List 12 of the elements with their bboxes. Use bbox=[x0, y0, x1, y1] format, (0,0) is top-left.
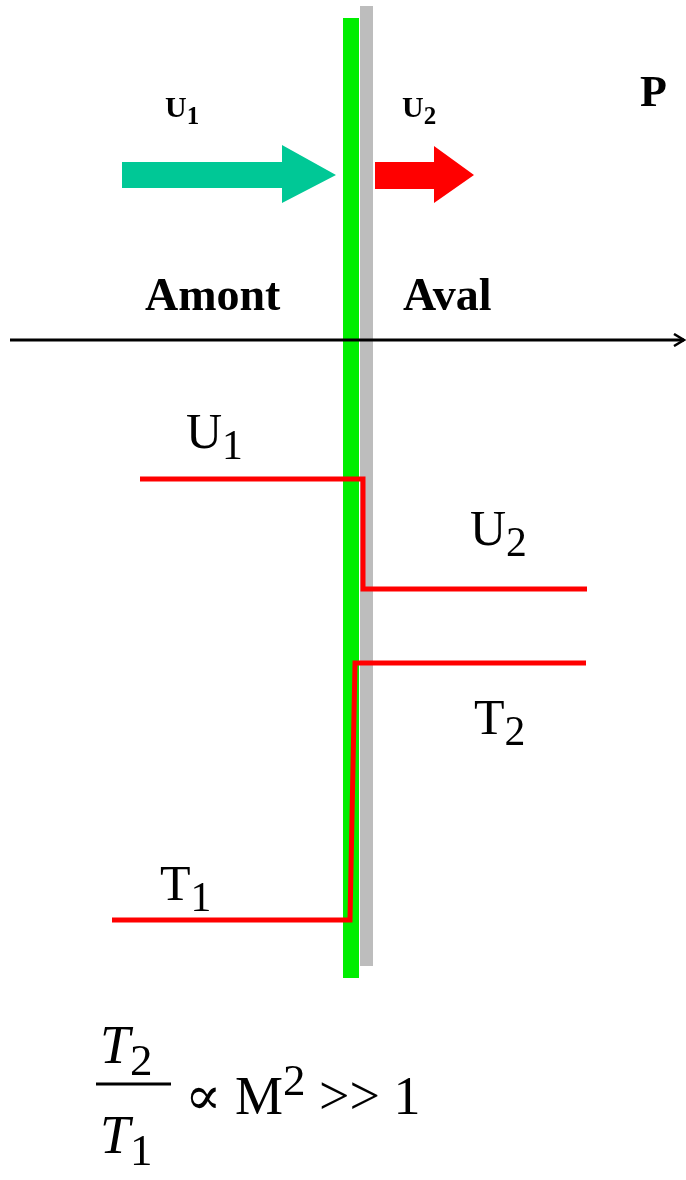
temperature-label: T$_{2}$ bbox=[474, 692, 526, 753]
temperature-label: T$_{1}$ bbox=[160, 858, 212, 919]
formula-numerator: T$_{2}$ bbox=[100, 1018, 153, 1083]
region-label: Amont bbox=[145, 272, 281, 318]
velocity-label: U$_{1}$ bbox=[186, 406, 243, 467]
formula-denominator: T$_{1}$ bbox=[100, 1108, 153, 1173]
velocity-label: U$_{2}$ bbox=[402, 92, 437, 128]
formula-text: ∝ M$^{2}$ >> 1 bbox=[185, 1058, 421, 1123]
region-label: Aval bbox=[403, 272, 492, 318]
heading-text: P bbox=[640, 70, 667, 114]
velocity-label: U$_{2}$ bbox=[470, 503, 527, 564]
velocity-label: U$_{1}$ bbox=[165, 92, 200, 128]
